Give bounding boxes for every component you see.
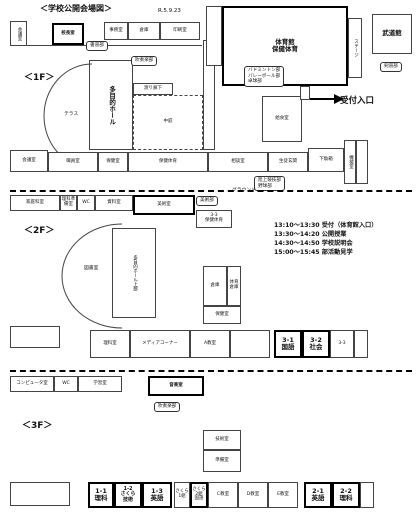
room-health-class: 3-3 保健体育 xyxy=(196,210,232,228)
room-c: C教室 xyxy=(208,482,238,508)
room-sports-store: 体育倉庫 xyxy=(227,266,241,306)
room-east-1f xyxy=(356,140,368,184)
map-title: ＜学校公開会場図＞ xyxy=(40,4,112,13)
room-2-1: 2-1 英語 xyxy=(304,482,332,508)
schedule-item: 13:10〜13:30 受付（体育館入口） xyxy=(274,222,378,229)
club-badminton: バドミントン部 バレーボール部 卓球部 xyxy=(244,66,285,88)
room-science-prep: 理科準備室 xyxy=(60,195,77,211)
hall-upper: 多目的ホール上部 xyxy=(112,228,156,318)
room-kitchen: 給食室 xyxy=(262,96,302,142)
room-martial-hall: 武道館 xyxy=(372,14,412,54)
divider-1f-2f xyxy=(10,190,412,192)
schedule-item: 13:30〜14:20 公開授業 xyxy=(274,230,347,238)
terrace-label: テラス xyxy=(64,112,79,117)
room-multipurpose-hall: 多目的ホール xyxy=(89,60,133,150)
room-counsel: 相談室 xyxy=(208,152,268,172)
room-west-3f xyxy=(10,482,70,506)
room-east-2f xyxy=(10,326,60,348)
room-e: E教室 xyxy=(268,482,298,508)
club-band-3f: 吹奏楽部 xyxy=(154,402,181,412)
room-3-3: 3-3 xyxy=(330,330,354,358)
room-science: 理科室 xyxy=(90,330,130,358)
room-cabinet: 資料室 xyxy=(95,195,133,211)
club-art: 美術部 xyxy=(196,196,218,206)
room-wc-3f: WC xyxy=(54,376,78,392)
room-storage-2f: 倉庫 xyxy=(203,266,227,306)
room-1-3: 1-3 英語 xyxy=(142,482,172,508)
floor-label-2f: ＜2F＞ xyxy=(24,226,55,236)
club-band: 吹奏楽部 xyxy=(131,56,158,66)
room-wc-2f: WC xyxy=(77,195,95,211)
room-study: 学習室 xyxy=(78,376,122,392)
room-media: メディアコーナー xyxy=(130,330,190,358)
room-sakura-2: さくら 2組 国語 xyxy=(190,482,208,508)
room-sakura-1: さくら 1組 xyxy=(174,482,190,508)
schedule: 13:10〜13:30 受付（体育館入口） 13:30〜14:20 公開授業 1… xyxy=(274,222,377,258)
entrance-label: 受付入口 xyxy=(340,96,375,106)
room-east-end-2f xyxy=(354,330,368,358)
room-music: 音楽室 xyxy=(148,376,204,396)
schedule-item: 15:00〜15:45 部活動見学 xyxy=(274,248,353,256)
room-3-1: 3-1 国語 xyxy=(274,330,302,358)
divider-2f-3f xyxy=(10,370,412,372)
room-east-end-3f xyxy=(360,482,374,508)
room-stage: ステージ xyxy=(348,18,362,78)
room-storage-1f: 倉庫 xyxy=(128,22,160,40)
room-nurse: 保健室 xyxy=(98,152,128,172)
room-gym: 体育館 保健体育 xyxy=(222,6,348,86)
library-arc xyxy=(61,223,123,329)
room-d: D教室 xyxy=(238,482,268,508)
room-corridor: 渡り廊下 xyxy=(133,83,173,95)
room-staff-room: 会議室 xyxy=(10,21,27,46)
room-principal: 校長室 xyxy=(52,23,84,45)
room-prep: 準備室 xyxy=(203,450,241,472)
gym-side xyxy=(206,6,222,66)
room-meeting-1f: 会議室 xyxy=(10,150,48,172)
floor-label-1f: ＜1F＞ xyxy=(24,73,55,83)
room-shoebox: 下駄箱 xyxy=(308,148,344,172)
floor-label-3f: ＜3F＞ xyxy=(22,421,53,431)
room-2-2: 2-2 理科 xyxy=(332,482,360,508)
library-label: 図書室 xyxy=(84,266,99,271)
room-office: 事務室 xyxy=(104,22,128,40)
room-1-1: 1-1 理科 xyxy=(88,482,114,508)
club-kendo: 剣道部 xyxy=(380,62,402,72)
room-hrs: 家庭科室 xyxy=(10,195,60,211)
room-a2 xyxy=(230,330,270,358)
room-print: 印刷室 xyxy=(160,22,200,40)
room-faculty: 職員室 xyxy=(48,152,98,172)
club-calligraphy: 書道部 xyxy=(86,41,108,51)
room-3-2: 3-2 社会 xyxy=(302,330,330,358)
room-tech: 技術室 xyxy=(203,430,241,450)
map-date: R.5.9.23 xyxy=(158,8,181,14)
courtyard: 中庭 xyxy=(133,95,203,150)
room-health-2f: 保健室 xyxy=(203,306,241,324)
room-a: A教室 xyxy=(190,330,230,358)
room-computer: コンピュータ室 xyxy=(10,376,54,392)
room-health-ed: 保健体育 xyxy=(128,152,208,172)
room-vestibule xyxy=(300,86,310,100)
schedule-item: 14:30〜14:50 学校説明会 xyxy=(274,239,353,247)
room-entry: 生徒玄関 xyxy=(268,152,308,172)
room-machine: 機械室 xyxy=(344,140,356,184)
room-art: 美術室 xyxy=(133,195,195,215)
room-1-2: 1-2 さくら 技術 xyxy=(114,482,142,508)
